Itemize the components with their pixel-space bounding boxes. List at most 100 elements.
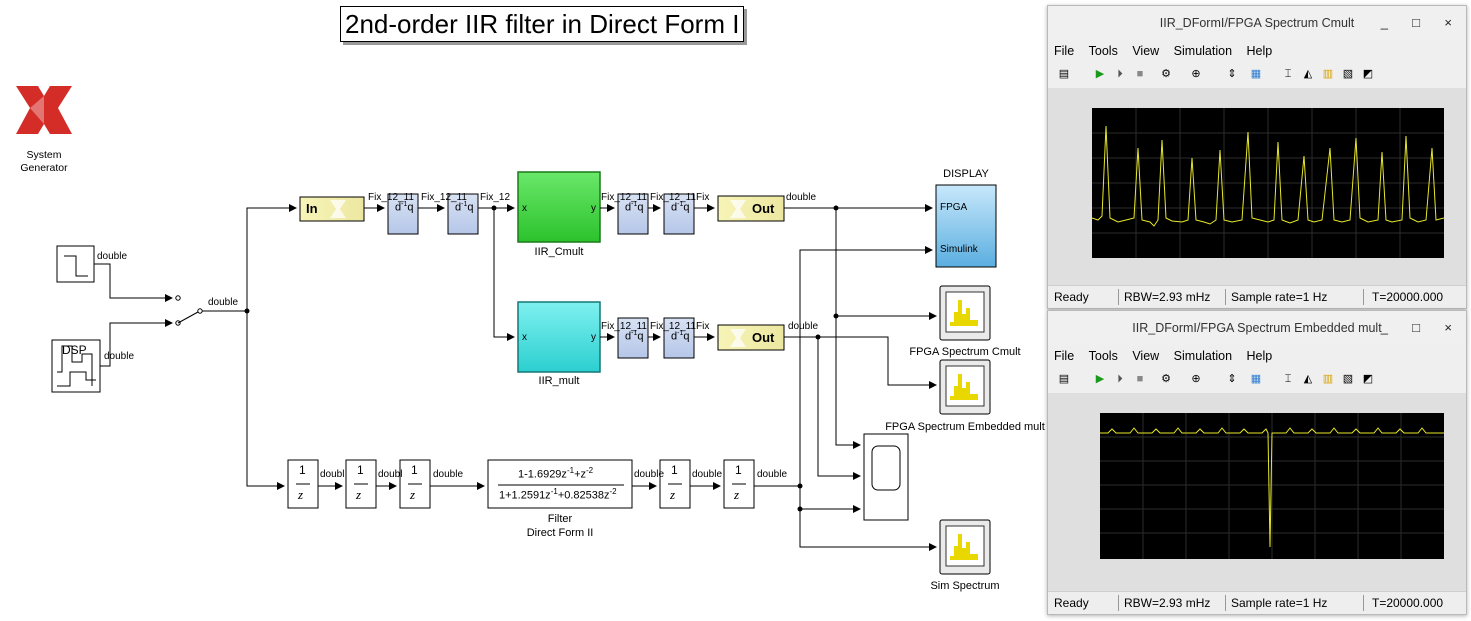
step-forward-icon[interactable]: ⏵ [1117,68,1123,80]
channel-icon[interactable]: ▥ [1322,373,1334,385]
peak-finder-icon[interactable]: ◭ [1303,68,1313,80]
menu-tools[interactable]: Tools [1088,44,1118,58]
minimize-button[interactable]: _ [1380,320,1388,335]
spectrum-trace [1100,413,1444,559]
scale-icon[interactable]: ⇕ [1227,373,1237,385]
signal-label: double [634,469,665,480]
menu-view[interactable]: View [1132,44,1160,58]
spectrum-plot[interactable] [1091,108,1445,258]
run-icon[interactable]: ▶ [1095,68,1105,80]
signal-label: Fix_12_11 [601,192,647,203]
highlight-icon[interactable]: ⚙ [1161,373,1171,385]
zoom-icon[interactable]: ⊕ [1191,68,1201,80]
stop-icon[interactable]: ■ [1136,68,1144,80]
menu-help[interactable]: Help [1246,349,1273,363]
delay-block-2[interactable] [447,193,479,235]
dq-exp: -1 [401,201,408,208]
menu-view[interactable]: View [1132,349,1160,363]
zoom-icon[interactable]: ⊕ [1191,373,1201,385]
sim-spectrum-block[interactable] [939,519,991,575]
unit-delay-5[interactable] [723,459,755,509]
menu-tools[interactable]: Tools [1088,349,1118,363]
delay-block-5[interactable] [617,317,649,359]
menu-simulation[interactable]: Simulation [1173,349,1233,363]
step-forward-icon[interactable]: ⏵ [1117,373,1123,385]
maximize-button[interactable]: □ [1412,15,1420,30]
measurement-icon[interactable]: ▧ [1342,68,1354,80]
unit-delay-3[interactable] [399,459,431,509]
dq-exp: -1 [677,201,684,208]
spectrum-embedded-window[interactable]: IIR_DFormI/FPGA Spectrum Embedded mult _… [1047,310,1467,615]
iir-mult-block[interactable] [517,301,601,373]
status-time: T=20000.000 [1372,290,1444,304]
spectrum-plot[interactable] [1100,413,1444,559]
status-rbw: RBW=2.93 mHz [1124,290,1211,304]
unit-delay-1[interactable] [287,459,319,509]
menu-file[interactable]: File [1054,44,1075,58]
gateway-out-block-2[interactable] [717,324,785,351]
minimize-button[interactable]: _ [1380,15,1388,30]
gateway-in-block[interactable] [299,196,365,222]
delay-block-3[interactable] [617,193,649,235]
cursor-icon[interactable]: ⌶ [1284,68,1292,80]
delay-den: z [356,487,362,502]
status-sample-rate: Sample rate=1 Hz [1231,290,1328,304]
window-title: IIR_DFormI/FPGA Spectrum Embedded mult [1048,311,1466,345]
status-bar: Ready RBW=2.93 mHz Sample rate=1 Hz T=20… [1048,591,1466,614]
iir-cmult-block[interactable] [517,171,601,243]
dq-d: d [625,330,632,343]
dsp-source-block[interactable] [51,339,101,393]
delay-num: 1 [735,463,742,477]
delay-text: d-1q [671,201,689,214]
unit-delay-4[interactable] [659,459,691,509]
fpga-spectrum-embedded-block[interactable] [939,359,991,415]
delay-block-1[interactable] [387,193,419,235]
maximize-button[interactable]: □ [1412,320,1420,335]
spectrum-settings-icon[interactable]: ▦ [1250,373,1262,385]
menu-help[interactable]: Help [1246,44,1273,58]
toolbar: ▤ ▶ ⏵ ■ ⚙ ⊕ ⇕ ▦ ⌶ ◭ ▥ ▧ ◩ [1048,367,1466,394]
channel-icon[interactable]: ▥ [1322,68,1334,80]
delay-num: 1 [411,463,418,477]
distortion-icon[interactable]: ◩ [1362,373,1374,385]
manual-switch[interactable] [175,295,203,326]
print-icon[interactable]: ▤ [1058,373,1070,385]
distortion-icon[interactable]: ◩ [1362,68,1374,80]
gateway-out-block-1[interactable] [717,195,785,222]
delay-den: z [298,487,304,502]
status-bar: Ready RBW=2.93 mHz Sample rate=1 Hz T=20… [1048,285,1466,308]
delay-block-6[interactable] [663,317,695,359]
signal-label: doubl [378,469,403,480]
spectrum-cmult-window[interactable]: IIR_DFormI/FPGA Spectrum Cmult _ □ × Fil… [1047,5,1467,309]
plot-area [1048,88,1466,286]
menu-file[interactable]: File [1054,349,1075,363]
highlight-icon[interactable]: ⚙ [1161,68,1171,80]
display-block[interactable] [935,184,997,268]
signal-label: Fix_12_11 [421,192,467,203]
unit-delay-2[interactable] [345,459,377,509]
step-source-block[interactable] [56,245,95,283]
delay-block-4[interactable] [663,193,695,235]
spectrum-cmult-caption: FPGA Spectrum Cmult [909,346,1021,358]
menu-simulation[interactable]: Simulation [1173,44,1233,58]
dq-d: d [455,201,462,214]
stop-icon[interactable]: ■ [1136,373,1144,385]
signal-label: double [788,321,819,332]
scale-icon[interactable]: ⇕ [1227,68,1237,80]
measurement-icon[interactable]: ▧ [1342,373,1354,385]
status-ready: Ready [1054,290,1089,304]
dq-q: q [637,330,644,343]
cursor-icon[interactable]: ⌶ [1284,373,1292,385]
spectrum-settings-icon[interactable]: ▦ [1250,68,1262,80]
print-icon[interactable]: ▤ [1058,68,1070,80]
filter-direct-form-ii-block[interactable] [487,459,633,509]
fpga-spectrum-cmult-block[interactable] [939,285,991,341]
peak-finder-icon[interactable]: ◭ [1303,373,1313,385]
system-generator-logo[interactable] [16,86,72,134]
signal-label: double [208,297,239,308]
close-button[interactable]: × [1444,320,1452,335]
close-button[interactable]: × [1444,15,1452,30]
run-icon[interactable]: ▶ [1095,373,1105,385]
scope-block[interactable] [863,433,909,521]
